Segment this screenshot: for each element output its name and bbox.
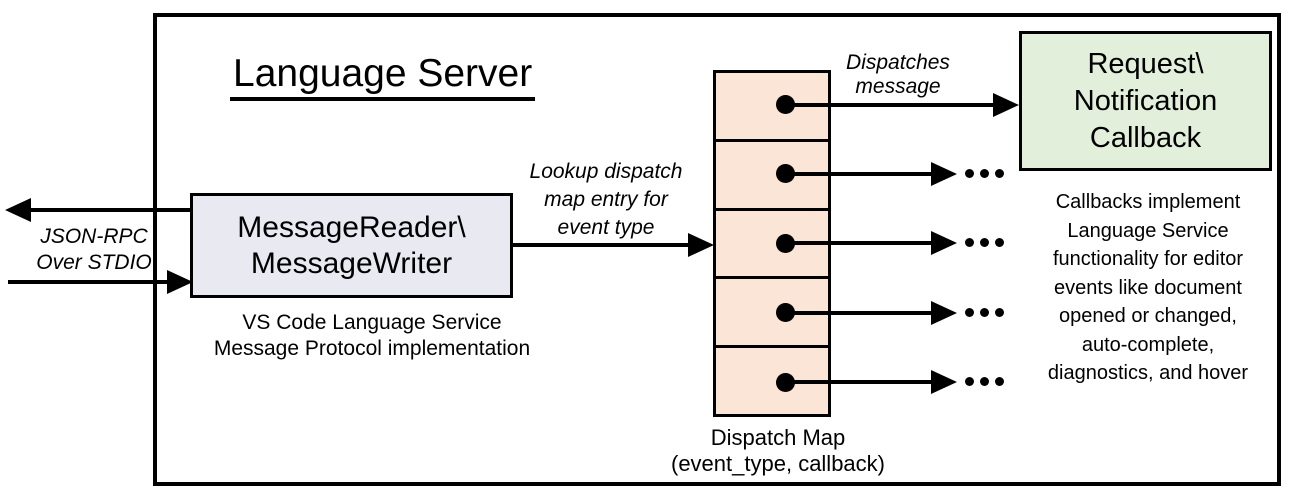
dispatch-arrow-row-2-line [785, 172, 933, 176]
stdin-arrow-line [8, 280, 168, 284]
dispatch-arrow-row-1-arrowhead-icon [993, 93, 1019, 117]
ellipsis-icon [965, 238, 1004, 247]
language-server-boundary-box [153, 13, 1281, 486]
dispatch-arrow-row-3-arrowhead-icon [931, 231, 957, 255]
callbacks-note-line2: Language Service [1067, 219, 1229, 242]
lookup-arrow-line [512, 243, 689, 247]
dispatch-arrow-row-2-arrowhead-icon [931, 162, 957, 186]
map-entry-dot-icon [776, 303, 795, 322]
json-rpc-label-line2: Over STDIO [36, 251, 152, 274]
dispatch-arrow-row-5-arrowhead-icon [931, 370, 957, 394]
callback-box-line3: Callback [1089, 121, 1202, 154]
diagram-title: Language Server [230, 52, 536, 101]
callbacks-note-line5: opened or changed, [1059, 305, 1237, 327]
map-entry-dot-icon [776, 234, 795, 253]
stdout-arrow-line [28, 208, 191, 212]
lookup-label-line3: event type [557, 216, 655, 239]
reader-box-line1: MessageReader\ [237, 210, 466, 244]
stdout-arrowhead-icon [5, 198, 31, 222]
map-entry-dot-icon [776, 95, 795, 114]
callbacks-note-line7: diagnostics, and hover [1047, 362, 1249, 384]
dispatch-arrow-row-4-line [785, 311, 933, 315]
dispatch-map-cell [716, 138, 828, 208]
dispatch-arrow-row-3-line [785, 241, 933, 245]
json-rpc-label-line1: JSON-RPC [40, 225, 148, 248]
message-reader-writer-box: MessageReader\ MessageWriter [190, 193, 513, 298]
callback-box-line2: Notification [1073, 84, 1218, 117]
reader-caption-line1: VS Code Language Service [242, 311, 502, 334]
dispatch-map-caption-line1: Dispatch Map [710, 425, 846, 450]
callbacks-note-line6: auto-complete, [1081, 333, 1215, 356]
callback-box-line1: Request\ [1087, 47, 1204, 80]
dispatches-message-label: Dispatches message [838, 51, 958, 99]
dispatches-label-line2: message [855, 75, 941, 98]
lookup-label-line1: Lookup dispatch [529, 160, 683, 183]
dispatch-map-caption: Dispatch Map (event_type, callback) [648, 425, 908, 477]
reader-caption-line2: Message Protocol implementation [213, 337, 531, 360]
ellipsis-icon [965, 308, 1004, 317]
request-notification-callback-box: Request\ Notification Callback [1019, 31, 1272, 171]
callbacks-note-line1: Callbacks implement [1055, 191, 1241, 213]
dispatch-arrow-row-1-line [785, 103, 995, 107]
dispatch-map-cell [716, 345, 828, 414]
dispatch-map-cell [716, 276, 828, 346]
stdin-arrowhead-icon [167, 270, 193, 294]
dispatch-arrow-row-4-arrowhead-icon [931, 301, 957, 325]
reader-box-line2: MessageWriter [250, 246, 453, 280]
reader-box-caption: VS Code Language Service Message Protoco… [192, 310, 552, 362]
lookup-arrowhead-icon [688, 233, 714, 257]
dispatches-label-line1: Dispatches [846, 51, 950, 74]
json-rpc-label: JSON-RPC Over STDIO [18, 224, 170, 276]
callbacks-note: Callbacks implement Language Service fun… [1023, 188, 1273, 388]
ellipsis-icon [965, 377, 1004, 386]
dispatch-arrow-row-5-line [785, 380, 933, 384]
ellipsis-icon [965, 169, 1004, 178]
map-entry-dot-icon [776, 373, 795, 392]
lookup-dispatch-label: Lookup dispatch map entry for event type [497, 158, 715, 242]
callbacks-note-line3: functionality for editor [1052, 248, 1244, 270]
map-entry-dot-icon [776, 164, 795, 183]
dispatch-map-caption-line2: (event_type, callback) [671, 451, 885, 476]
lookup-label-line2: map entry for [544, 188, 668, 211]
callbacks-note-line4: events like document [1054, 276, 1242, 299]
